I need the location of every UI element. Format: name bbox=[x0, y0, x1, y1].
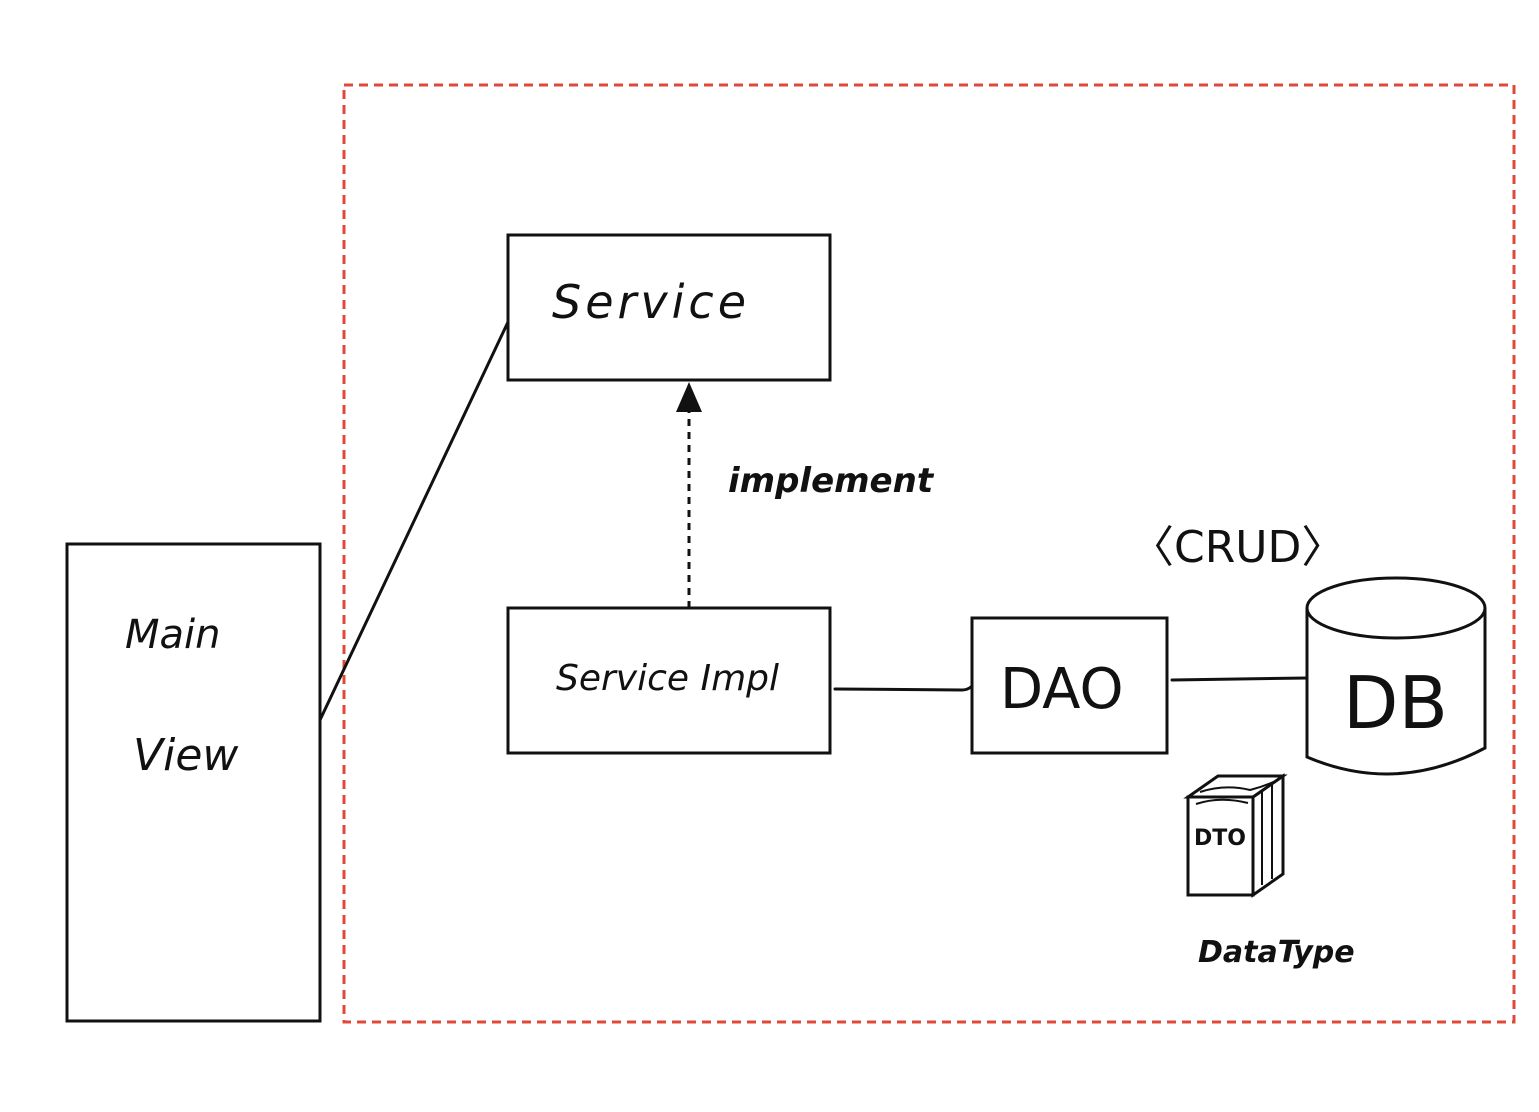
dto-node: DTO DataType bbox=[1183, 773, 1355, 970]
service-node: Service bbox=[506, 233, 832, 382]
db-label: DB bbox=[1343, 661, 1448, 745]
main-view-to-service-edge bbox=[318, 320, 510, 722]
service-box bbox=[506, 233, 832, 382]
implement-label: implement bbox=[728, 461, 935, 501]
dto-caption: DataType bbox=[1198, 935, 1355, 970]
dao-box bbox=[970, 616, 1169, 755]
implement-edge: implement bbox=[676, 382, 935, 608]
main-view-label-line1: Main bbox=[125, 612, 221, 658]
main-view-box bbox=[65, 542, 322, 1023]
dto-label: DTO bbox=[1194, 826, 1246, 851]
dao-to-db-edge bbox=[1170, 676, 1309, 682]
dao-node: DAO bbox=[970, 616, 1169, 755]
service-impl-box bbox=[506, 606, 832, 755]
db-node: DB bbox=[1305, 576, 1487, 776]
dto-book-icon bbox=[1183, 773, 1288, 898]
dao-label: DAO bbox=[1000, 657, 1124, 722]
main-view-node: Main View bbox=[65, 542, 322, 1023]
service-impl-node: Service Impl bbox=[506, 606, 832, 755]
system-boundary bbox=[342, 83, 1516, 1024]
db-cylinder-top bbox=[1305, 576, 1487, 640]
main-view-label-line2: View bbox=[133, 730, 239, 781]
service-impl-label: Service Impl bbox=[556, 658, 779, 699]
service-label: Service bbox=[552, 275, 750, 329]
service-impl-to-dao-edge bbox=[833, 684, 974, 692]
db-cylinder-body bbox=[1305, 608, 1487, 776]
crud-label: 〈CRUD〉 bbox=[1130, 522, 1345, 573]
implement-arrowhead-icon bbox=[676, 382, 702, 412]
